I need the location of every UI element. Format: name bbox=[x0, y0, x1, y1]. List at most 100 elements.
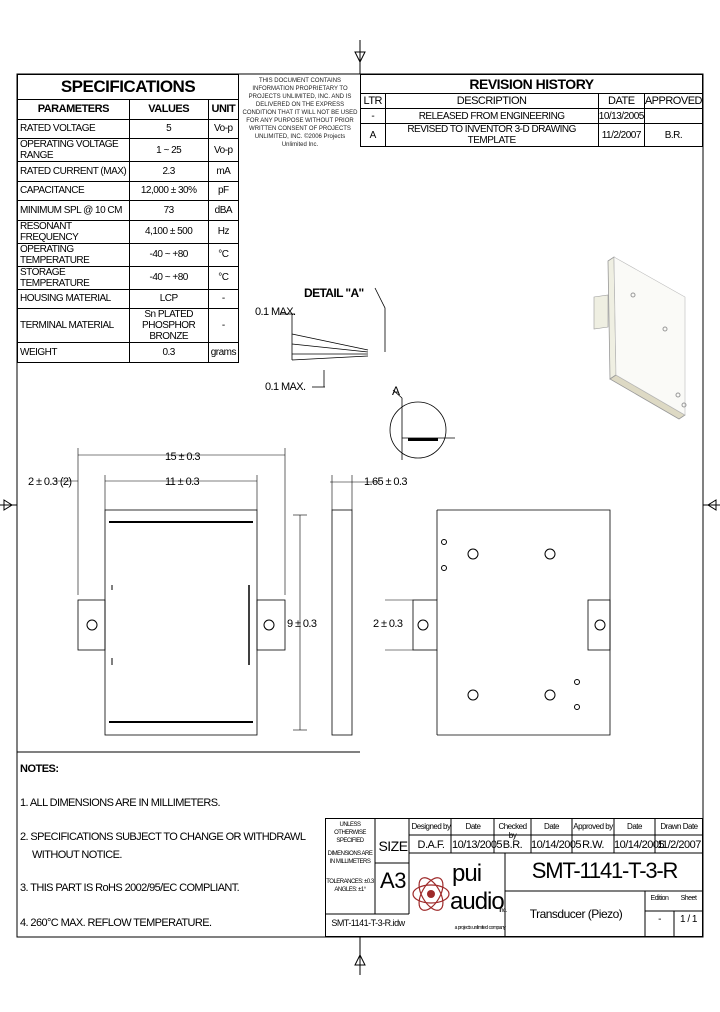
spec-value: 73 bbox=[128, 200, 209, 221]
detail-a-drawing bbox=[280, 287, 455, 460]
header-approved-by: Approved by bbox=[573, 822, 613, 831]
size-label: SIZE bbox=[378, 838, 408, 854]
spec-unit: Vo-p bbox=[207, 138, 240, 162]
spec-value: 4,100 ± 500 bbox=[128, 219, 209, 244]
file-name: SMT-1141-T-3-R.idw bbox=[331, 918, 405, 928]
note-item: 4. 260°C MAX. REFLOW TEMPERATURE. bbox=[20, 917, 212, 929]
designed-date-value: 10/13/2005 bbox=[452, 839, 503, 851]
spec-unit: mA bbox=[207, 161, 240, 182]
edition-value: - bbox=[658, 914, 661, 925]
sheet-label: Sheet bbox=[680, 895, 697, 902]
spec-unit: °C bbox=[207, 242, 240, 267]
column-header: VALUES bbox=[128, 99, 209, 120]
revision-history-title: REVISION HISTORY bbox=[360, 74, 703, 94]
spec-value: Sn PLATED PHOSPHOR BRONZE bbox=[128, 308, 209, 343]
spec-value: 12,000 ± 30% bbox=[128, 180, 209, 201]
revision-description: REVISED TO INVENTOR 3-D DRAWING TEMPLATE bbox=[384, 123, 599, 147]
logo-tagline: a projects unlimited company bbox=[454, 925, 506, 931]
spec-unit: Hz bbox=[207, 219, 240, 244]
part-description: Transducer (Piezo) bbox=[529, 907, 623, 921]
dim-height: 9 ± 0.3 bbox=[287, 618, 317, 630]
pui-audio-logo-icon bbox=[412, 877, 450, 911]
tolerance-note: DIMENSIONS ARE IN MILLIMETERS bbox=[327, 851, 373, 865]
column-header: DATE bbox=[597, 93, 645, 109]
drawn-date-value: 11/2/2007 bbox=[657, 839, 701, 851]
spec-param: MINIMUM SPL @ 10 CM bbox=[17, 200, 130, 221]
back-view-drawing bbox=[385, 509, 611, 736]
header-designed-by: Designed by bbox=[411, 822, 451, 831]
spec-unit: grams bbox=[207, 342, 240, 363]
part-number: SMT-1141-T-3-R bbox=[531, 858, 679, 883]
detail-a-label: DETAIL "A" bbox=[304, 286, 364, 300]
specifications-table: SPECIFICATIONS PARAMETERS VALUES UNIT RA… bbox=[17, 74, 240, 363]
tolerance-note: UNLESS OTHERWISE SPECIFIED bbox=[334, 822, 366, 844]
spec-value: 2.3 bbox=[128, 161, 209, 182]
spec-value: 1 ~ 25 bbox=[128, 138, 209, 162]
checked-date-value: 10/14/2005 bbox=[531, 839, 582, 851]
side-view-drawing bbox=[330, 475, 380, 736]
note-item: WITHOUT NOTICE. bbox=[32, 849, 122, 861]
spec-param: STORAGE TEMPERATURE bbox=[17, 265, 130, 290]
designed-by-value: D.A.F. bbox=[417, 839, 445, 851]
column-header: PARAMETERS bbox=[17, 99, 130, 120]
dim-tab-width: 2 ± 0.3 (2) bbox=[28, 476, 72, 488]
spec-unit: Vo-p bbox=[207, 118, 240, 139]
checked-by-value: B.R. bbox=[502, 839, 523, 851]
spec-param: RATED CURRENT (MAX) bbox=[17, 161, 130, 182]
spec-row: STORAGE TEMPERATURE-40 ~ +80°C bbox=[17, 265, 240, 290]
size-value: A3 bbox=[380, 868, 406, 893]
logo-text-bottom: audio bbox=[450, 888, 505, 915]
note-item: 1. ALL DIMENSIONS ARE IN MILLIMETERS. bbox=[20, 797, 221, 809]
column-header: APPROVED bbox=[643, 93, 704, 109]
revision-ltr: - bbox=[360, 108, 386, 124]
spec-value: 5 bbox=[128, 118, 209, 139]
detail-dim-bottom: 0.1 MAX. bbox=[265, 381, 306, 393]
header-date: Date bbox=[465, 822, 481, 831]
spec-param: RATED VOLTAGE bbox=[17, 118, 130, 139]
title-block-grid bbox=[325, 818, 703, 937]
spec-param: OPERATING VOLTAGE RANGE bbox=[17, 138, 130, 162]
approved-by-value: R.W. bbox=[582, 839, 604, 851]
logo-inc: inc. bbox=[499, 908, 507, 914]
top-center-marker bbox=[354, 40, 366, 74]
column-header: UNIT bbox=[207, 99, 240, 120]
spec-param: OPERATING TEMPERATURE bbox=[17, 242, 130, 267]
spec-param: HOUSING MATERIAL bbox=[17, 288, 130, 309]
revision-date: 10/13/2005 bbox=[597, 108, 645, 124]
column-header: LTR bbox=[360, 93, 386, 109]
column-header: DESCRIPTION bbox=[384, 93, 599, 109]
header-drawn-date: Drawn Date bbox=[660, 822, 698, 831]
spec-unit: - bbox=[207, 288, 240, 309]
revision-description: RELEASED FROM ENGINEERING bbox=[384, 108, 599, 124]
tolerance-note: TOLERANCES: ±0.3 ANGLES: ±1° bbox=[326, 879, 374, 893]
edition-label: Edition bbox=[650, 895, 669, 902]
revision-approved: B.R. bbox=[643, 123, 704, 147]
header-checked-by: Checked by bbox=[498, 822, 527, 840]
spec-unit: °C bbox=[207, 265, 240, 290]
revision-approved bbox=[643, 108, 704, 124]
section-callout-a: A bbox=[392, 384, 400, 398]
revision-ltr: A bbox=[360, 123, 386, 147]
spec-value: 0.3 bbox=[128, 342, 209, 363]
spec-param: CAPACITANCE bbox=[17, 180, 130, 201]
note-item: 2. SPECIFICATIONS SUBJECT TO CHANGE OR W… bbox=[20, 831, 306, 843]
bottom-center-marker bbox=[354, 937, 366, 975]
right-center-marker bbox=[703, 499, 720, 511]
notes-title: NOTES: bbox=[20, 763, 59, 775]
revision-date: 11/2/2007 bbox=[597, 123, 645, 147]
header-date: Date bbox=[627, 822, 642, 831]
spec-value: -40 ~ +80 bbox=[128, 242, 209, 267]
spec-unit: dBA bbox=[207, 200, 240, 221]
spec-unit: - bbox=[207, 308, 240, 343]
